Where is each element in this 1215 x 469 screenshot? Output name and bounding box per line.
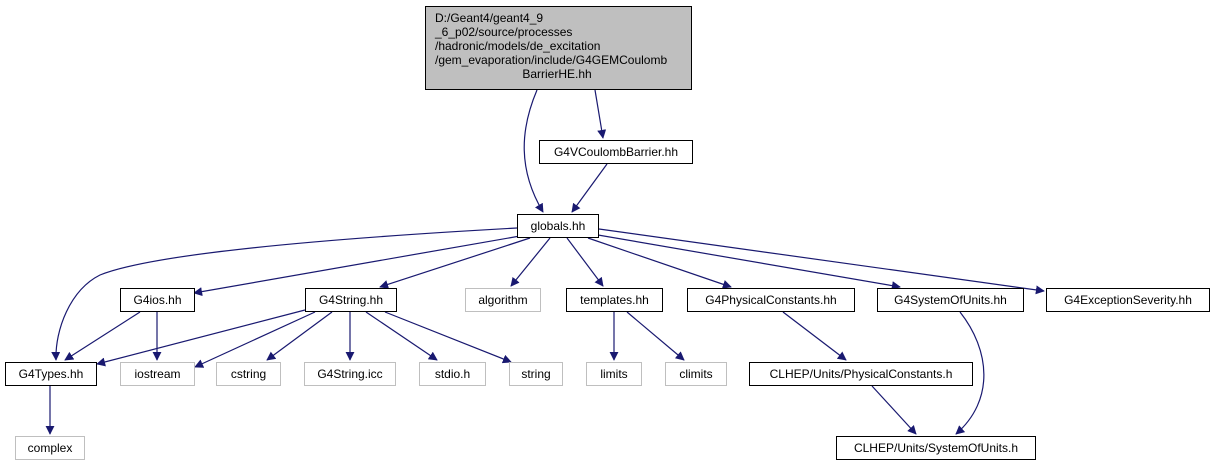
root-file-line-3: /hadronic/models/de_excitation — [435, 39, 601, 53]
node-cstring[interactable]: cstring — [216, 362, 281, 386]
edge-globals-to-algorithm — [510, 237, 551, 287]
edge-g4string-to-cstring — [266, 311, 333, 361]
edge-g4systemofunits-to-clhep-systemofunits — [955, 311, 985, 435]
node-g4exceptionseverity[interactable]: G4ExceptionSeverity.hh — [1046, 288, 1210, 312]
edge-globals-to-g4string — [379, 237, 531, 289]
node-g4string-icc[interactable]: G4String.icc — [304, 362, 396, 386]
edge-globals-to-g4types — [51, 227, 518, 361]
edge-g4string-to-g4types — [96, 309, 306, 367]
edge-root-to-g4vcoulombbarrier — [594, 89, 607, 139]
edge-globals-to-g4physicalconstants — [587, 237, 732, 289]
root-file-line-5: BarrierHE.hh — [522, 67, 592, 81]
root-file-line-4: /gem_evaporation/include/G4GEMCoulomb — [435, 53, 668, 67]
node-string[interactable]: string — [509, 362, 563, 386]
node-g4string[interactable]: G4String.hh — [305, 288, 397, 312]
node-g4types[interactable]: G4Types.hh — [5, 362, 97, 386]
node-templates[interactable]: templates.hh — [566, 288, 663, 312]
node-limits[interactable]: limits — [586, 362, 642, 386]
node-g4vcoulombbarrier[interactable]: G4VCoulombBarrier.hh — [539, 140, 693, 164]
node-clhep-systemofunits[interactable]: CLHEP/Units/SystemOfUnits.h — [836, 436, 1036, 460]
edge-g4vcoulombbarrier-to-globals — [571, 163, 608, 213]
edge-g4string-to-iostream — [194, 311, 316, 368]
edge-g4ios-to-g4types — [64, 311, 141, 361]
node-iostream[interactable]: iostream — [120, 362, 195, 386]
edge-templates-to-climits — [626, 311, 685, 361]
edge-g4string-to-string — [384, 311, 512, 364]
node-g4systemofunits[interactable]: G4SystemOfUnits.hh — [877, 288, 1024, 312]
edge-root-to-globals — [523, 89, 544, 213]
root-file-line-1: D:/Geant4/geant4_9 — [435, 11, 544, 25]
root-file-line-2: _6_p02/source/processes — [435, 25, 573, 39]
edge-clhep-physicalconstants-to-clhep-systemofunits — [871, 385, 917, 435]
node-g4physicalconstants[interactable]: G4PhysicalConstants.hh — [687, 288, 855, 312]
node-algorithm[interactable]: algorithm — [465, 288, 541, 312]
edge-globals-to-templates — [566, 237, 604, 287]
node-root-file[interactable]: D:/Geant4/geant4_9 _6_p02/source/process… — [425, 6, 692, 90]
edge-g4string-to-stdio — [365, 311, 438, 361]
node-climits[interactable]: climits — [665, 362, 727, 386]
edge-g4physicalconstants-to-clhep-physicalconstants — [782, 311, 847, 361]
node-clhep-physicalconstants[interactable]: CLHEP/Units/PhysicalConstants.h — [749, 362, 973, 386]
edge-globals-to-g4exceptionseverity — [598, 228, 1045, 295]
node-g4ios[interactable]: G4ios.hh — [120, 288, 195, 312]
edge-globals-to-g4ios — [193, 235, 521, 297]
node-complex[interactable]: complex — [15, 436, 85, 460]
node-globals[interactable]: globals.hh — [517, 214, 599, 238]
edge-globals-to-g4systemofunits — [597, 234, 901, 291]
node-stdio[interactable]: stdio.h — [419, 362, 486, 386]
